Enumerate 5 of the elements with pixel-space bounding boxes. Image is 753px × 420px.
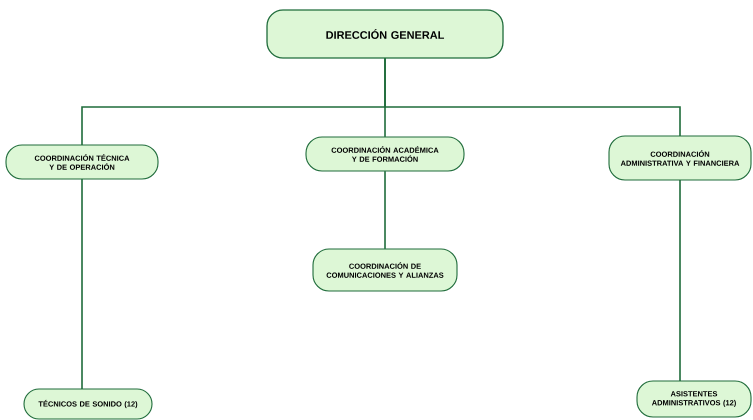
connector-line	[384, 172, 386, 248]
connector-line	[81, 180, 83, 388]
org-box: DIRECCIÓN GENERAL	[266, 9, 504, 59]
connector-line	[679, 180, 681, 380]
connector-line	[384, 58, 681, 136]
